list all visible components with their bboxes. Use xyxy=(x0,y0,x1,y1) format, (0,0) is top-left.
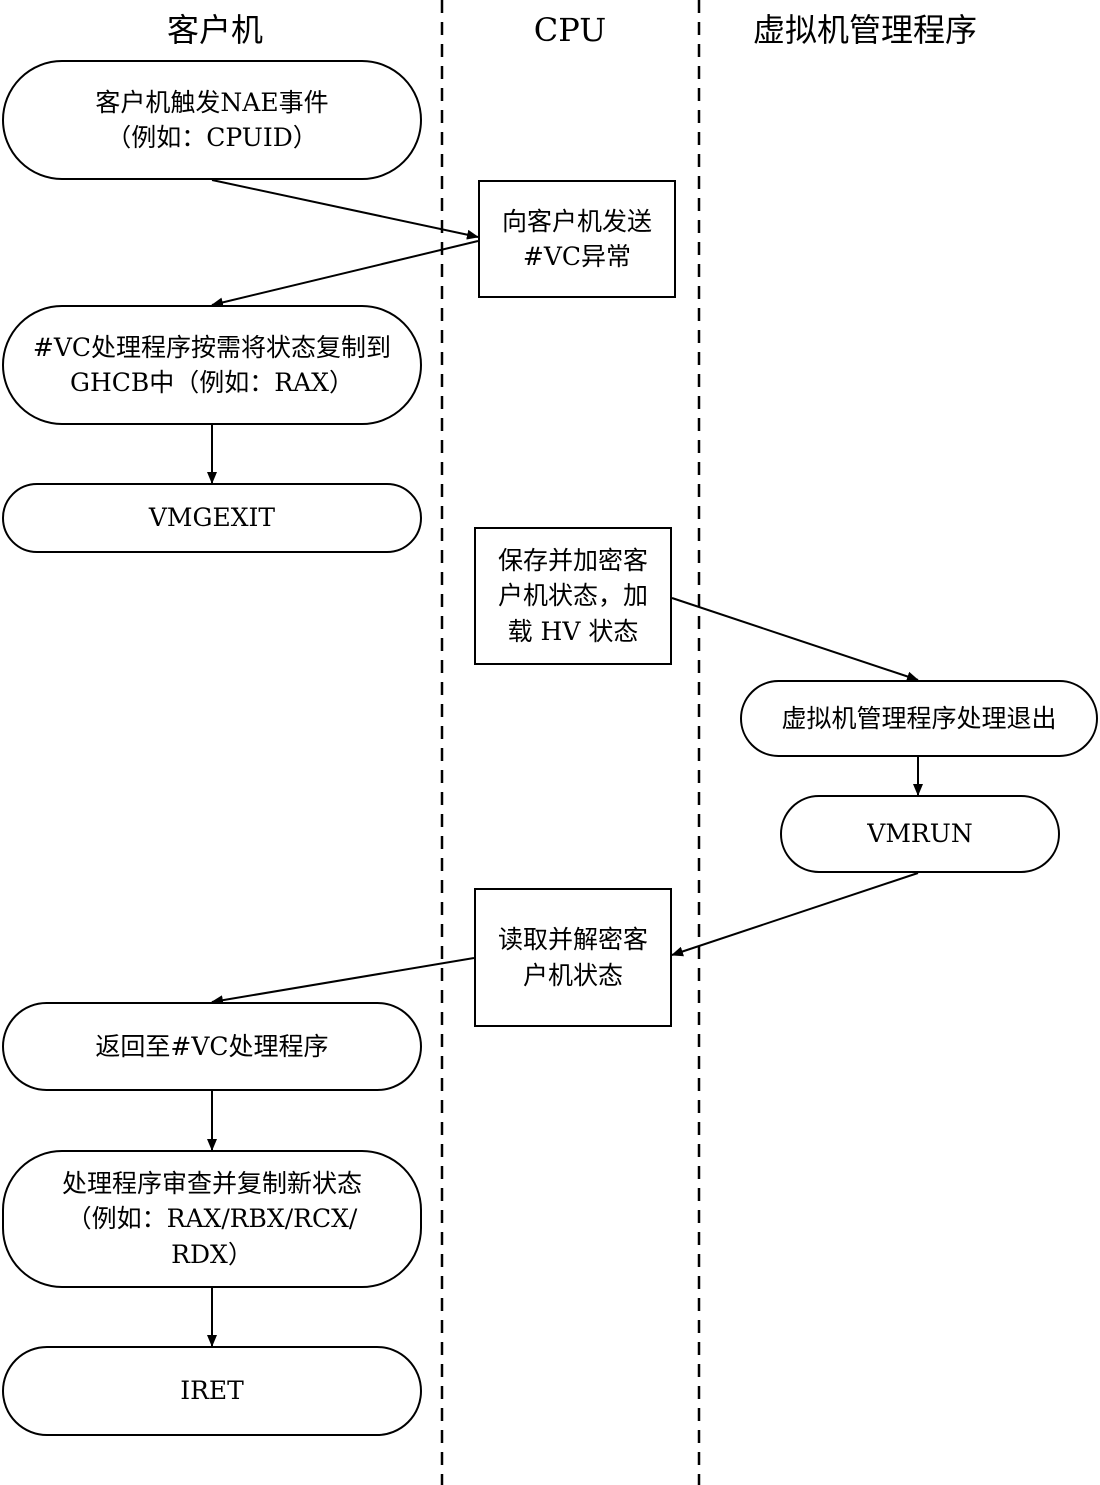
vmrun-label: VMRUN xyxy=(867,819,973,849)
vmgexit-node: VMGEXIT xyxy=(2,483,422,553)
handler-review-node: 处理程序审查并复制新状态 （例如：RAX/RBX/RCX/ RDX） xyxy=(2,1150,422,1288)
vc-handler-copy-node: #VC处理程序按需将状态复制到 GHCB中（例如：RAX） xyxy=(2,305,422,425)
guest-trigger-label: 客户机触发NAE事件 （例如：CPUID） xyxy=(95,87,329,153)
lane-title-guest: 客户机 xyxy=(166,11,263,49)
cpu-save-encrypt-label: 保存并加密客 户机状态，加 载 HV 状态 xyxy=(497,545,648,646)
arrow-trigger-to-cpu xyxy=(211,179,479,240)
vmrun-node: VMRUN xyxy=(780,795,1060,873)
lane-title-hypervisor: 虚拟机管理程序 xyxy=(752,11,977,49)
cpu-send-vc-label: 向客户机发送 #VC异常 xyxy=(501,206,652,272)
cpu-read-decrypt-node: 读取并解密客 户机状态 xyxy=(474,888,672,1027)
hv-handle-exit-node: 虚拟机管理程序处理退出 xyxy=(740,680,1098,757)
arrow-cpu-to-return xyxy=(211,957,475,1006)
guest-trigger-node: 客户机触发NAE事件 （例如：CPUID） xyxy=(2,60,422,180)
cpu-save-encrypt-node: 保存并加密客 户机状态，加 载 HV 状态 xyxy=(474,527,672,665)
return-vc-handler-label: 返回至#VC处理程序 xyxy=(95,1031,329,1061)
handler-review-label: 处理程序审查并复制新状态 （例如：RAX/RBX/RCX/ RDX） xyxy=(61,1168,362,1269)
vc-handler-copy-label: #VC处理程序按需将状态复制到 GHCB中（例如：RAX） xyxy=(32,332,392,398)
arrow-save-to-hv xyxy=(671,597,919,682)
iret-node: IRET xyxy=(2,1346,422,1436)
cpu-send-vc-node: 向客户机发送 #VC异常 xyxy=(478,180,676,298)
cpu-read-decrypt-label: 读取并解密客 户机状态 xyxy=(497,925,648,990)
lane-title-cpu: CPU xyxy=(533,11,607,49)
vmgexit-label: VMGEXIT xyxy=(148,503,276,533)
return-vc-handler-node: 返回至#VC处理程序 xyxy=(2,1002,422,1091)
hv-handle-exit-label: 虚拟机管理程序处理退出 xyxy=(781,703,1057,733)
arrow-cpu-to-vc-handler xyxy=(211,240,479,308)
arrow-vmrun-to-cpu xyxy=(671,872,919,957)
iret-label: IRET xyxy=(180,1376,244,1406)
